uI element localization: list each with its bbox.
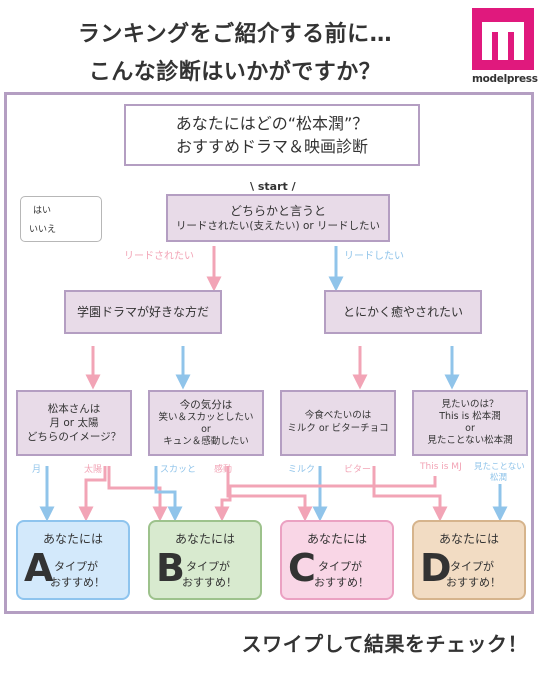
q3-1-line1: 松本さんは xyxy=(47,402,101,415)
result-b-line1: タイプが xyxy=(186,560,230,573)
option-lead: リードしたい xyxy=(344,251,404,262)
branch-milk: ミルク xyxy=(288,465,316,475)
question-1: どちらかと言うと リードされたい(支えたい) or リードしたい xyxy=(166,194,390,242)
question-3-watch: 見たいのは？ This is 松本潤 or 見たことない松本潤 xyxy=(412,390,528,456)
result-c-line1: タイプが xyxy=(318,560,362,573)
headline-line1: ランキングをご紹介する前に… xyxy=(77,22,393,47)
m-logo-icon xyxy=(472,8,534,70)
question-2b: とにかく癒やされたい xyxy=(324,290,482,334)
q3-2-line1: 今の気分は xyxy=(179,398,233,411)
result-c: あなたには C タイプが おすすめ！ xyxy=(280,520,394,600)
q3-4-line2: This is 松本潤 xyxy=(439,411,501,423)
result-b-top: あなたには xyxy=(174,532,235,546)
q3-3-line1: 今食べたいのは xyxy=(304,410,372,422)
q3-3-line2: ミルク or ビターチョコ xyxy=(287,423,389,434)
quiz-title-line1: あなたにはどの“松本潤”？ xyxy=(175,113,369,133)
q3-2-line4: キュン＆感動したい xyxy=(163,435,249,447)
question-1-line1: どちらかと言うと xyxy=(229,203,326,218)
question-3-moon-sun: 松本さんは 月 or 太陽 どちらのイメージ？ xyxy=(16,390,132,456)
question-1-line2: リードされたい(支えたい) or リードしたい xyxy=(175,220,381,232)
branch-refresh: スカッと xyxy=(160,465,197,475)
result-a-letter: A xyxy=(24,546,54,590)
q3-4-line4: 見たことない松本潤 xyxy=(427,434,513,446)
q3-4-line1: 見たいのは？ xyxy=(441,399,499,411)
quiz-title-box: あなたにはどの“松本潤”？ おすすめドラマ＆映画診断 xyxy=(124,104,420,166)
q3-1-line3: どちらのイメージ？ xyxy=(26,431,122,444)
branch-unseen-1: 見たことない xyxy=(474,462,525,472)
headline-line2: こんな診断はいかがですか？ xyxy=(88,60,382,85)
q3-2-line2: 笑い＆スカッとしたい xyxy=(158,411,254,423)
swipe-prompt[interactable]: スワイプして結果をチェック！ xyxy=(241,632,528,656)
question-2a: 学園ドラマが好きな方だ xyxy=(64,290,222,334)
result-d-letter: D xyxy=(420,546,452,590)
quiz-title-line2: おすすめドラマ＆映画診断 xyxy=(175,137,368,156)
q3-2-line3: or xyxy=(201,423,211,435)
branch-moon: 月 xyxy=(32,465,42,475)
question-3-mood: 今の気分は 笑い＆スカッとしたい or キュン＆感動したい xyxy=(148,390,264,456)
result-a: あなたには A タイプが おすすめ！ xyxy=(16,520,130,600)
option-led: リードされたい xyxy=(124,251,194,262)
result-b-line2: おすすめ！ xyxy=(182,576,237,589)
result-c-top: あなたには xyxy=(306,532,367,546)
q3-4-line3: or xyxy=(465,423,475,434)
result-a-line1: タイプが xyxy=(54,560,98,573)
result-d-line1: タイプが xyxy=(450,560,494,573)
result-a-line2: おすすめ！ xyxy=(50,576,105,589)
result-c-letter: C xyxy=(288,546,316,590)
logo-wordmark: modelpress xyxy=(472,73,538,85)
branch-sun: 太陽 xyxy=(84,465,103,475)
branch-moved: 感動 xyxy=(214,465,233,475)
result-d-top: あなたには xyxy=(438,532,499,546)
modelpress-logo: modelpress xyxy=(472,8,538,90)
legend: はい いいえ xyxy=(20,196,102,242)
result-c-line2: おすすめ！ xyxy=(314,576,369,589)
question-3-chocolate: 今食べたいのは ミルク or ビターチョコ xyxy=(280,390,396,456)
q3-1-line2: 月 or 太陽 xyxy=(49,416,99,429)
result-a-top: あなたには xyxy=(42,532,103,546)
result-d: あなたには D タイプが おすすめ！ xyxy=(412,520,526,600)
branch-unseen-2: 松潤 xyxy=(490,473,508,483)
branch-bitter: ビター xyxy=(344,465,372,475)
result-b-letter: B xyxy=(156,546,185,590)
legend-yes: はい xyxy=(33,206,52,216)
legend-no: いいえ xyxy=(29,225,57,235)
result-b: あなたには B タイプが おすすめ！ xyxy=(148,520,262,600)
branch-this-is-mj: This is MJ xyxy=(420,462,462,472)
start-label: \ start / xyxy=(250,180,296,193)
result-d-line2: おすすめ！ xyxy=(446,576,501,589)
